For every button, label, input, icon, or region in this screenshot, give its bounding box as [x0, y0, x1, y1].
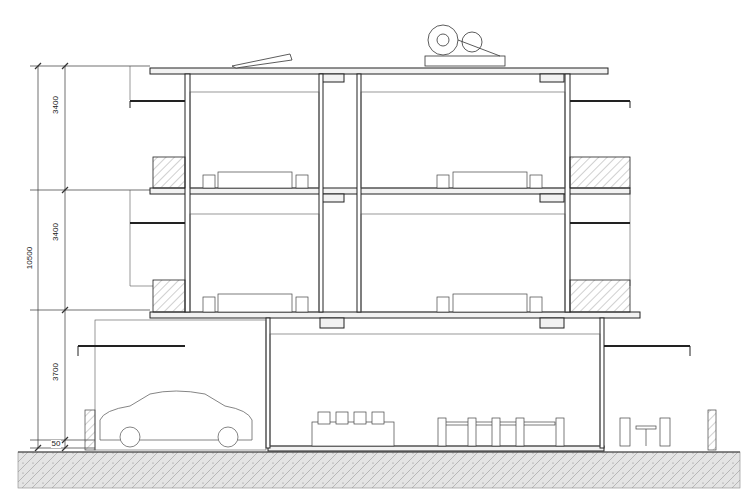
dimension-label: 3400 — [52, 222, 60, 242]
dimension-label: 50 — [51, 440, 62, 448]
dimension-label: 10500 — [26, 246, 34, 270]
dimension-label: 3700 — [52, 362, 60, 382]
dimension-label: 3400 — [52, 95, 60, 115]
